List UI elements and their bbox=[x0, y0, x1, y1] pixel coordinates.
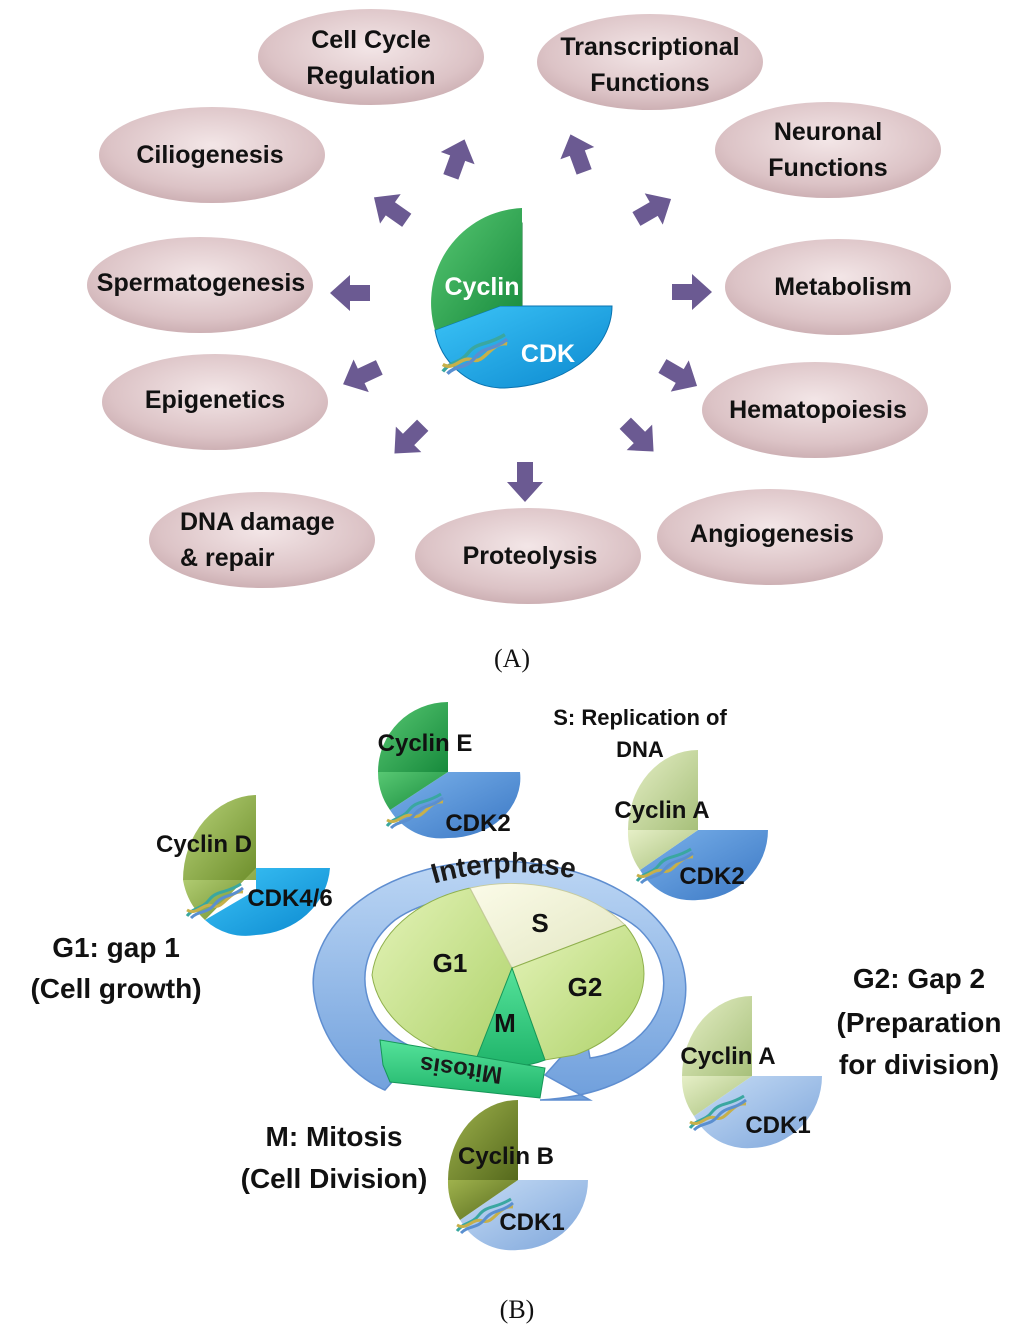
oval-dna-damage-repair: DNA damage & repair bbox=[149, 492, 375, 588]
arrow-icon bbox=[440, 139, 475, 180]
oval-line2: Functions bbox=[590, 69, 709, 97]
oval-proteolysis: Proteolysis bbox=[415, 508, 641, 604]
oval-line2: Regulation bbox=[306, 62, 435, 90]
complex-cyclin-a-cdk1: Cyclin A CDK1 bbox=[680, 996, 822, 1149]
arrow-icon bbox=[672, 274, 712, 310]
phase-g2-label: G2 bbox=[568, 972, 603, 1002]
oval-line1: Cell Cycle bbox=[311, 26, 431, 54]
phase-descriptions: S: Replication of DNA G1: gap 1 (Cell gr… bbox=[30, 705, 1001, 1194]
oval-cell-cycle-regulation: Cell Cycle Regulation bbox=[258, 9, 484, 105]
arrow-icon bbox=[507, 462, 543, 502]
phase-pie: G1 S G2 M bbox=[371, 883, 645, 1068]
oval-line1: Proteolysis bbox=[463, 542, 598, 570]
cyclin-label: Cyclin B bbox=[458, 1143, 554, 1170]
center-cdk-label: CDK bbox=[521, 340, 575, 368]
caption-b: (B) bbox=[500, 1295, 535, 1324]
cdk-label: CDK2 bbox=[679, 863, 744, 890]
oval-line2: & repair bbox=[180, 544, 275, 572]
oval-metabolism: Metabolism bbox=[725, 239, 951, 335]
oval-transcriptional-functions: Transcriptional Functions bbox=[537, 14, 763, 110]
m-description-line2: (Cell Division) bbox=[241, 1163, 428, 1194]
panel-b: Interphase G1 S G2 M Mitosis Cyclin D bbox=[30, 702, 1001, 1324]
cyclin-label: Cyclin D bbox=[156, 831, 252, 858]
oval-ciliogenesis: Ciliogenesis bbox=[99, 107, 325, 203]
arrows bbox=[330, 134, 712, 502]
cyclin-label: Cyclin E bbox=[378, 730, 473, 757]
complex-cyclin-b-cdk1: Cyclin B CDK1 bbox=[447, 1100, 589, 1251]
oval-line1: Epigenetics bbox=[145, 386, 285, 414]
g1-description-line2: (Cell growth) bbox=[30, 973, 201, 1004]
oval-line1: Ciliogenesis bbox=[136, 141, 283, 169]
oval-line1: Transcriptional bbox=[560, 33, 739, 61]
arrow-icon bbox=[619, 417, 654, 452]
arrow-icon bbox=[394, 419, 429, 454]
g1-description-line1: G1: gap 1 bbox=[52, 932, 180, 963]
oval-hematopoiesis: Hematopoiesis bbox=[702, 362, 928, 458]
caption-a: (A) bbox=[494, 644, 530, 673]
g2-description-line1: G2: Gap 2 bbox=[853, 963, 985, 994]
oval-line2: Functions bbox=[768, 154, 887, 182]
cdk-label: CDK1 bbox=[499, 1209, 564, 1236]
phase-g1-label: G1 bbox=[433, 948, 468, 978]
oval-spermatogenesis: Spermatogenesis bbox=[87, 237, 313, 333]
cyclin-label: Cyclin A bbox=[680, 1043, 775, 1070]
arrow-icon bbox=[330, 275, 370, 311]
arrow-icon bbox=[343, 359, 383, 393]
phase-m-label: M bbox=[494, 1008, 516, 1038]
oval-line1: Metabolism bbox=[774, 273, 912, 301]
function-ovals: Cell Cycle Regulation Transcriptional Fu… bbox=[87, 9, 951, 604]
cdk-label: CDK1 bbox=[745, 1112, 810, 1139]
cdk-label: CDK2 bbox=[445, 810, 510, 837]
interphase-ring: Interphase bbox=[312, 847, 687, 1101]
cdk-label: CDK4/6 bbox=[247, 885, 332, 912]
oval-line1: Angiogenesis bbox=[690, 520, 854, 548]
arrow-icon bbox=[560, 134, 595, 175]
oval-neuronal-functions: Neuronal Functions bbox=[715, 102, 941, 198]
s-description-line2: DNA bbox=[616, 737, 664, 762]
center-cyclin-label: Cyclin bbox=[444, 273, 519, 301]
oval-line1: DNA damage bbox=[180, 508, 335, 536]
oval-line1: Neuronal bbox=[774, 118, 882, 146]
panel-a: Cell Cycle Regulation Transcriptional Fu… bbox=[87, 9, 951, 673]
complex-cyclin-e-cdk2: Cyclin E CDK2 bbox=[378, 702, 521, 839]
g2-description-line3: for division) bbox=[839, 1049, 999, 1080]
phase-s-label: S bbox=[531, 908, 548, 938]
arrow-icon bbox=[658, 359, 698, 392]
center-cyclin-cdk: Cyclin CDK bbox=[431, 208, 613, 389]
arrow-icon bbox=[373, 194, 412, 227]
m-description-line1: M: Mitosis bbox=[266, 1121, 403, 1152]
cyclin-label: Cyclin A bbox=[614, 797, 709, 824]
oval-line1: Spermatogenesis bbox=[97, 269, 305, 297]
g2-description-line2: (Preparation bbox=[837, 1007, 1002, 1038]
mitosis-arrow: Mitosis bbox=[379, 1039, 546, 1099]
complex-cyclin-a-cdk2: Cyclin A CDK2 bbox=[614, 750, 768, 901]
s-description-line1: S: Replication of bbox=[553, 705, 727, 730]
arrow-icon bbox=[632, 193, 672, 226]
complex-cyclin-d-cdk46: Cyclin D CDK4/6 bbox=[156, 795, 333, 936]
oval-epigenetics: Epigenetics bbox=[102, 354, 328, 450]
oval-line1: Hematopoiesis bbox=[729, 396, 907, 424]
oval-angiogenesis: Angiogenesis bbox=[657, 489, 883, 585]
